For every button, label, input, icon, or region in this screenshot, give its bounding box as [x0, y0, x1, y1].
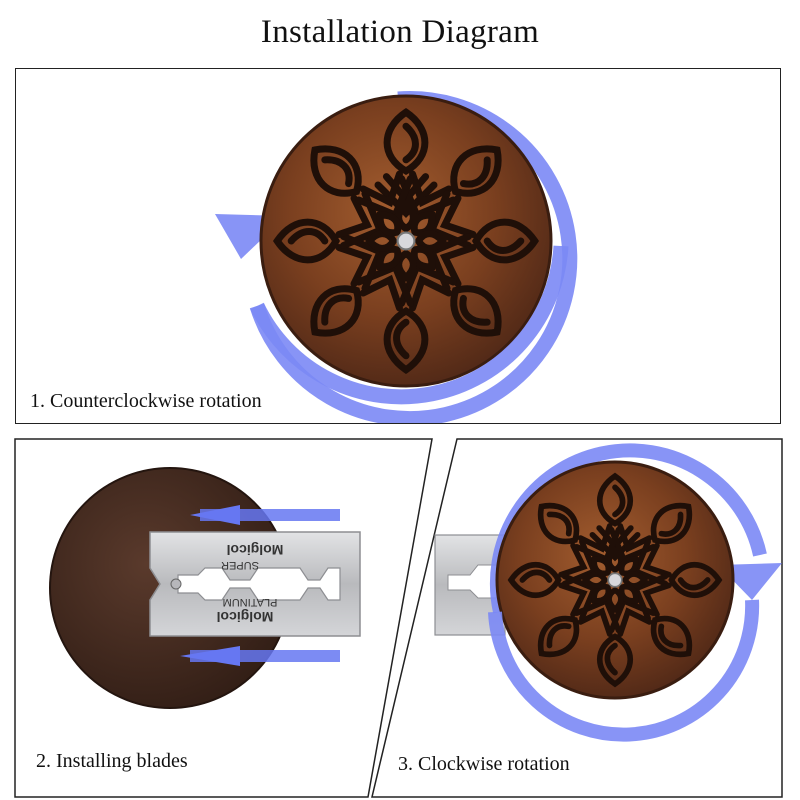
blade-line2-text: PLATINUM	[223, 596, 278, 608]
blade-brand-bottom-text: Molgicol	[217, 609, 274, 625]
step-2-caption: 2. Installing blades	[36, 750, 188, 772]
step-1-caption: 1. Counterclockwise rotation	[30, 390, 262, 412]
blade-line1-text: SUPER	[221, 559, 259, 571]
rotation-arrow-ring	[249, 91, 578, 423]
blade-brand-text: Molgicol	[227, 542, 284, 558]
left-arrow-icon	[190, 505, 240, 525]
step-1-illustration	[215, 91, 578, 423]
left-arrow-icon	[180, 646, 240, 666]
razor-blade: Molgicol SUPER Molgicol PLATINUM	[149, 531, 361, 637]
step-3-caption: 3. Clockwise rotation	[398, 753, 570, 775]
page-title: Installation Diagram	[260, 14, 540, 50]
step-1-panel: 1. Counterclockwise rotation	[15, 68, 781, 424]
